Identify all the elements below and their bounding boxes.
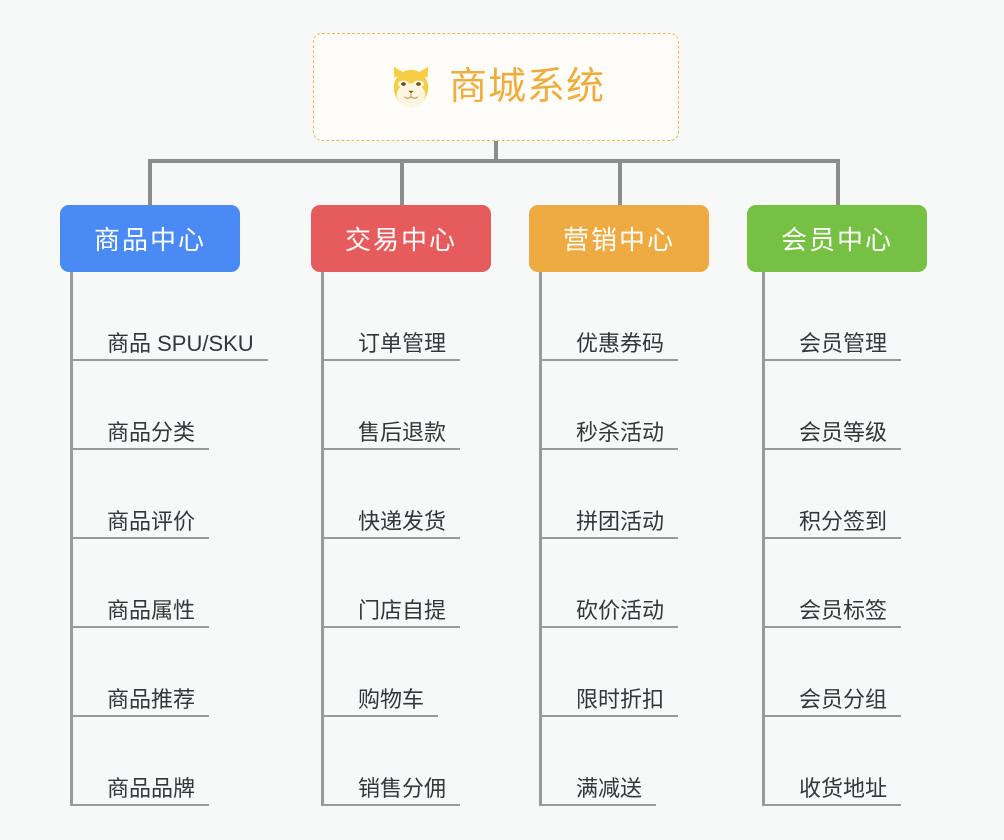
leaf-label: 秒杀活动 [576, 419, 665, 445]
leaf-item[interactable]: 砍价活动 [542, 539, 749, 628]
leaf-item[interactable]: 商品属性 [73, 539, 280, 628]
connector-horizontal-bar [148, 159, 840, 163]
leaf-item[interactable]: 优惠券码 [542, 272, 749, 361]
leaf-label: 限时折扣 [576, 686, 665, 712]
connector-drop-1 [148, 159, 152, 207]
leaf-label: 会员管理 [799, 330, 888, 356]
leaf-label: 满减送 [576, 775, 643, 801]
leaf-item[interactable]: 商品品牌 [73, 717, 280, 806]
leaf-label: 商品评价 [107, 508, 196, 534]
connector-drop-3 [618, 159, 622, 207]
leaf-item[interactable]: 会员分组 [765, 628, 972, 717]
leaf-item[interactable]: 销售分佣 [324, 717, 531, 806]
connector-root-stem [494, 141, 498, 163]
leaf-label: 售后退款 [358, 419, 447, 445]
leaf-item[interactable]: 商品分类 [73, 361, 280, 450]
connector-drop-2 [400, 159, 404, 207]
leaf-label: 会员分组 [799, 686, 888, 712]
leaf-label: 商品分类 [107, 419, 196, 445]
leaf-label: 砍价活动 [576, 597, 665, 623]
leaf-item[interactable]: 购物车 [324, 628, 531, 717]
leaf-label: 优惠券码 [576, 330, 665, 356]
branch-header-2[interactable]: 交易中心 [311, 205, 491, 272]
leaf-label: 收货地址 [799, 775, 888, 801]
leaf-column-1: 商品 SPU/SKU 商品分类 商品评价 商品属性 商品推荐 商品品牌 [70, 272, 280, 806]
root-node[interactable]: 商城系统 [313, 33, 679, 141]
leaf-label: 订单管理 [358, 330, 447, 356]
leaf-column-4: 会员管理 会员等级 积分签到 会员标签 会员分组 收货地址 [762, 272, 972, 806]
connector-drop-4 [836, 159, 840, 207]
branch-header-label: 商品中心 [93, 225, 206, 255]
leaf-label: 商品推荐 [107, 686, 196, 712]
branch-header-label: 交易中心 [344, 225, 457, 255]
leaf-label: 会员等级 [799, 419, 888, 445]
leaf-item[interactable]: 订单管理 [324, 272, 531, 361]
leaf-label: 积分签到 [799, 508, 888, 534]
leaf-item[interactable]: 拼团活动 [542, 450, 749, 539]
leaf-item[interactable]: 限时折扣 [542, 628, 749, 717]
leaf-label: 商品 SPU/SKU [107, 330, 254, 356]
branch-header-label: 营销中心 [562, 225, 675, 255]
leaf-label: 会员标签 [799, 597, 888, 623]
branch-header-4[interactable]: 会员中心 [747, 205, 927, 272]
leaf-label: 快递发货 [358, 508, 447, 534]
leaf-item[interactable]: 商品评价 [73, 450, 280, 539]
leaf-item[interactable]: 会员标签 [765, 539, 972, 628]
leaf-label: 销售分佣 [358, 775, 447, 801]
branch-header-1[interactable]: 商品中心 [60, 205, 240, 272]
leaf-item[interactable]: 会员管理 [765, 272, 972, 361]
leaf-item[interactable]: 满减送 [542, 717, 749, 806]
leaf-item[interactable]: 秒杀活动 [542, 361, 749, 450]
branch-header-label: 会员中心 [780, 225, 893, 255]
leaf-label: 门店自提 [358, 597, 447, 623]
root-title: 商城系统 [448, 66, 605, 108]
leaf-item[interactable]: 商品 SPU/SKU [73, 272, 280, 361]
leaf-label: 商品属性 [107, 597, 196, 623]
leaf-item[interactable]: 积分签到 [765, 450, 972, 539]
leaf-item[interactable]: 商品推荐 [73, 628, 280, 717]
branch-header-3[interactable]: 营销中心 [529, 205, 709, 272]
leaf-label: 购物车 [358, 686, 425, 712]
leaf-item[interactable]: 会员等级 [765, 361, 972, 450]
leaf-column-3: 优惠券码 秒杀活动 拼团活动 砍价活动 限时折扣 满减送 [539, 272, 749, 806]
leaf-item[interactable]: 售后退款 [324, 361, 531, 450]
leaf-label: 拼团活动 [576, 508, 665, 534]
leaf-item[interactable]: 门店自提 [324, 539, 531, 628]
shiba-dog-face-icon [393, 66, 429, 108]
leaf-item[interactable]: 快递发货 [324, 450, 531, 539]
leaf-item[interactable]: 收货地址 [765, 717, 972, 806]
leaf-column-2: 订单管理 售后退款 快递发货 门店自提 购物车 销售分佣 [321, 272, 531, 806]
leaf-label: 商品品牌 [107, 775, 196, 801]
